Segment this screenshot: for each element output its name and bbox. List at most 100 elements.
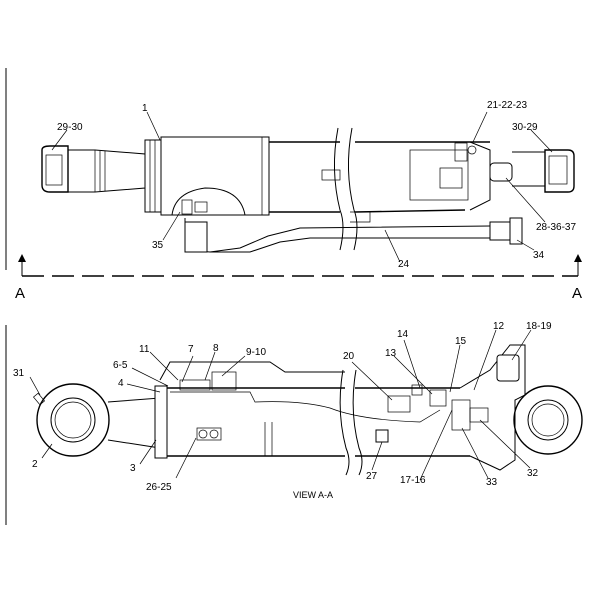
- cutaway-window: [171, 187, 246, 216]
- label-32: 32: [527, 468, 539, 479]
- label-33: 33: [486, 477, 498, 488]
- leader-21-22-23: [472, 111, 488, 143]
- port-25: [209, 429, 219, 439]
- leader-26-25: [175, 437, 197, 479]
- label-11: 11: [139, 344, 150, 355]
- tube-fitting: [489, 221, 511, 241]
- label-31: 31: [13, 368, 25, 379]
- left-rod-eye: [36, 383, 110, 457]
- label-18-19: 18-19: [526, 321, 552, 332]
- label-12: 12: [493, 321, 505, 332]
- label-27: 27: [366, 471, 378, 482]
- leader-13: [393, 355, 433, 395]
- port-block: [196, 427, 222, 441]
- head-gland: [154, 385, 168, 459]
- piston-internal: [170, 391, 441, 423]
- label-9-10: 9-10: [246, 347, 266, 358]
- label-30-29: 30-29: [512, 122, 538, 133]
- leader-15: [449, 344, 461, 393]
- label-8: 8: [213, 343, 219, 354]
- break-line-lower-1: [339, 369, 350, 476]
- cutaway-top: [159, 361, 345, 381]
- elbow-fitting: [489, 162, 513, 182]
- valve-13: [429, 389, 447, 407]
- label-15: 15: [455, 336, 467, 347]
- cylinder-barrel-head: [160, 136, 270, 216]
- piston-20: [387, 395, 411, 413]
- leader-3: [139, 439, 157, 465]
- label-14: 14: [397, 329, 409, 340]
- section-line-a-a: A A: [15, 254, 582, 302]
- label-7: 7: [188, 344, 194, 355]
- valve-block: [439, 167, 463, 189]
- right-clevis-neck: [512, 151, 546, 187]
- wear-ring: [211, 371, 237, 391]
- section-label-left: A: [15, 285, 25, 302]
- lower-rod: [107, 397, 161, 449]
- leader-30-29: [530, 129, 553, 153]
- leader-6-5: [131, 367, 169, 387]
- hydraulic-tube-lower-edge: [210, 237, 500, 253]
- right-rod-eye-bore: [527, 399, 569, 441]
- fitting-32: [469, 407, 489, 423]
- label-1: 1: [142, 103, 148, 114]
- leader-29-30: [51, 129, 68, 151]
- section-label-right: A: [572, 285, 582, 302]
- head-flange: [144, 139, 162, 213]
- section-arrow-right-head: [574, 254, 582, 262]
- top-view: 1 29-30 30-29 21-22-23 28-36-37 35 34 24: [5, 68, 576, 270]
- view-caption: VIEW A-A: [293, 490, 333, 500]
- leader-4: [126, 383, 161, 393]
- seal-pack: [179, 379, 211, 391]
- leader-2: [41, 443, 53, 459]
- leader-31: [29, 376, 41, 396]
- cutaway-part: [194, 201, 208, 213]
- section-arrow-left-head: [18, 254, 26, 262]
- tube-clamp: [350, 211, 371, 223]
- leader-12: [473, 329, 497, 391]
- label-21-22-23: 21-22-23: [487, 100, 527, 111]
- label-29-30: 29-30: [57, 122, 83, 133]
- right-clevis-slot: [548, 155, 568, 185]
- leader-7: [181, 355, 194, 383]
- label-35: 35: [152, 240, 164, 251]
- check-valve-33: [451, 399, 471, 431]
- piston-rod: [68, 149, 146, 193]
- right-rod-eye: [513, 385, 583, 455]
- left-rod-eye-bore: [50, 397, 96, 443]
- valve-fitting: [454, 142, 468, 162]
- leader-11: [149, 351, 179, 381]
- leader-9-10: [221, 355, 246, 377]
- hydraulic-tube-upper-edge: [184, 218, 491, 253]
- boss-27: [375, 429, 389, 443]
- piston-nut: [411, 384, 423, 396]
- cap-end-cutaway: [409, 149, 469, 201]
- label-20: 20: [343, 351, 355, 362]
- tube-block-left: [184, 221, 208, 253]
- barrel-port: [321, 169, 341, 181]
- leader-14: [403, 339, 421, 389]
- leader-24: [384, 229, 401, 263]
- label-17-16: 17-16: [400, 475, 426, 486]
- label-13: 13: [385, 348, 397, 359]
- tube-nut-34: [509, 217, 523, 245]
- label-6-5: 6-5: [113, 360, 128, 371]
- label-28-36-37: 28-36-37: [536, 222, 576, 233]
- break-line-1: [333, 127, 344, 251]
- label-24: 24: [398, 259, 410, 270]
- grease-fitting: [32, 392, 46, 406]
- leader-18-19: [511, 329, 532, 361]
- label-34: 34: [533, 250, 545, 261]
- leader-32: [479, 419, 531, 469]
- label-4: 4: [118, 378, 124, 389]
- cutaway-part: [181, 199, 193, 215]
- label-2: 2: [32, 459, 38, 470]
- right-clevis: [544, 149, 575, 193]
- bottom-view: 31 11 7 8 9-10 6-5 4 2 3 26-25 20 14 13 …: [5, 321, 583, 525]
- elbow-18-19: [496, 354, 520, 382]
- leader-35: [162, 211, 181, 241]
- break-line-2: [347, 127, 358, 251]
- leader-20: [351, 361, 393, 401]
- left-rod-eye-bushing: [54, 401, 92, 439]
- leader-28-36-37: [505, 177, 546, 223]
